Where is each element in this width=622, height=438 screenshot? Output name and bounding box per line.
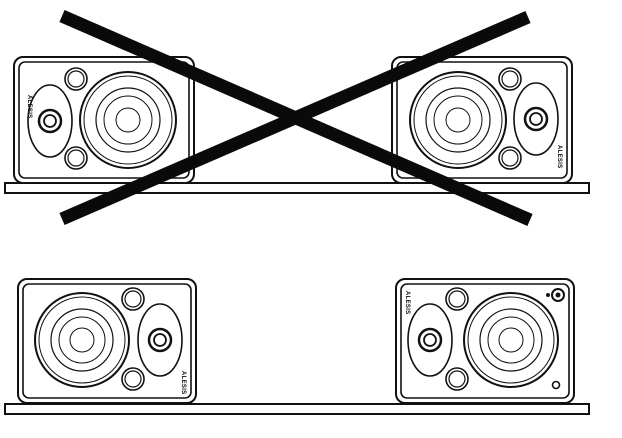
woofer bbox=[79, 71, 177, 169]
volume-knob-icon bbox=[551, 380, 561, 390]
bottom-shelf bbox=[4, 403, 590, 415]
cross-out-mark bbox=[59, 10, 533, 226]
tweeter-waveguide bbox=[407, 303, 453, 377]
power-button-icon bbox=[551, 288, 565, 302]
top-left-speaker: ALESIS bbox=[13, 56, 195, 184]
top-right-speaker: ALESIS bbox=[391, 56, 573, 184]
port-bottom bbox=[64, 146, 88, 170]
tweeter bbox=[417, 327, 443, 353]
tweeter bbox=[147, 327, 173, 353]
tweeter-waveguide bbox=[27, 84, 73, 158]
port-bottom bbox=[445, 367, 469, 391]
bottom-left-speaker: ALESIS bbox=[17, 278, 197, 404]
woofer bbox=[463, 292, 559, 388]
port-top bbox=[498, 67, 522, 91]
brand-logo: ALESIS bbox=[180, 371, 186, 394]
port-top bbox=[121, 287, 145, 311]
port-top bbox=[445, 287, 469, 311]
incorrect-setup: ALESIS ALESIS bbox=[4, 10, 590, 226]
brand-logo: ALESIS bbox=[556, 145, 562, 168]
correct-setup: ALESIS ALESIS bbox=[4, 278, 590, 415]
bottom-right-speaker: ALESIS bbox=[395, 278, 575, 404]
woofer bbox=[409, 71, 507, 169]
power-led-icon bbox=[546, 293, 550, 297]
tweeter bbox=[37, 108, 63, 134]
port-bottom bbox=[498, 146, 522, 170]
tweeter-waveguide bbox=[513, 82, 559, 156]
tweeter bbox=[523, 106, 549, 132]
port-bottom bbox=[121, 367, 145, 391]
brand-logo: ALESIS bbox=[404, 291, 410, 314]
top-shelf bbox=[4, 182, 590, 194]
port-top bbox=[64, 67, 88, 91]
brand-logo: ALESIS bbox=[26, 95, 32, 118]
tweeter-waveguide bbox=[137, 303, 183, 377]
woofer bbox=[34, 292, 130, 388]
